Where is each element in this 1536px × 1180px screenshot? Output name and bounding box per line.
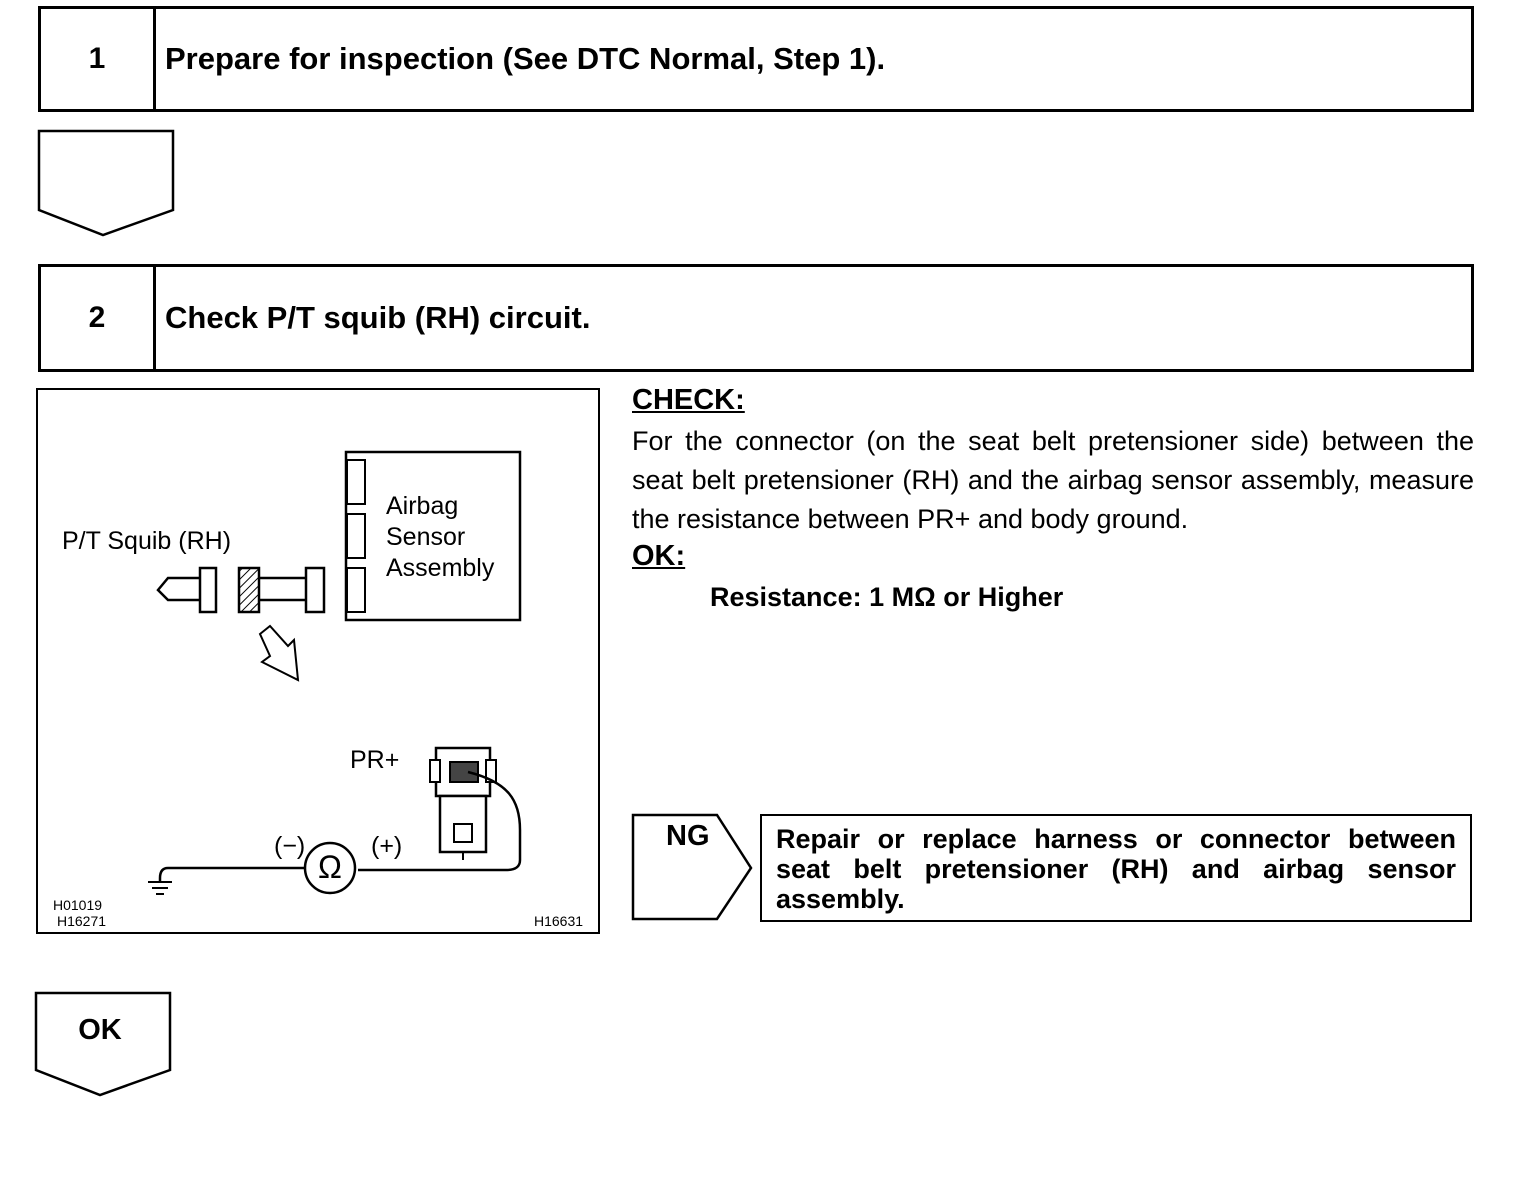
sensor-label-line-2: Sensor xyxy=(386,523,466,551)
code-left-2: H16271 xyxy=(57,913,107,929)
sensor-label-line-3: Assembly xyxy=(386,554,495,582)
step-1-number: 1 xyxy=(41,9,156,109)
diagram-drawing xyxy=(148,450,522,895)
check-text: For the connector (on the seat belt pret… xyxy=(632,426,1474,534)
ok-arrow xyxy=(34,991,172,1097)
pin-label: PR+ xyxy=(350,746,400,774)
ng-label: NG xyxy=(666,820,710,852)
ng-arrow xyxy=(631,813,753,921)
sensor-label-line-1: Airbag xyxy=(386,492,459,520)
flow-arrow-1 xyxy=(37,129,175,237)
step-2-title: Check P/T squib (RH) circuit. xyxy=(165,300,591,335)
inspection-diagram: P/T Squib (RH) Airbag Sensor Assembly PR… xyxy=(36,388,600,934)
step-2-box: 2 Check P/T squib (RH) circuit. xyxy=(38,264,1474,372)
ng-action-box: Repair or replace harness or connector b… xyxy=(760,814,1472,922)
check-heading: CHECK: xyxy=(632,384,745,416)
sensor-label: Airbag Sensor Assembly xyxy=(386,491,494,584)
minus-label: (−) xyxy=(274,832,306,860)
ok-result-label: OK xyxy=(78,1014,122,1046)
step-1-title: Prepare for inspection (See DTC Normal, … xyxy=(165,41,886,76)
ohm-symbol: Ω xyxy=(318,849,342,885)
diagram-code-right: H16631 xyxy=(534,913,584,929)
plus-label: (+) xyxy=(371,832,403,860)
squib-label: P/T Squib (RH) xyxy=(62,527,232,555)
diagram-codes-left: H01019 H16271 xyxy=(53,897,106,929)
step-1-box: 1 Prepare for inspection (See DTC Normal… xyxy=(38,6,1474,112)
code-left-1: H01019 xyxy=(53,897,103,913)
ok-heading: OK: xyxy=(632,540,686,572)
step-2-number: 2 xyxy=(41,267,156,369)
resistance-spec: Resistance: 1 MΩ or Higher xyxy=(710,582,1064,612)
ng-action-text: Repair or replace harness or connector b… xyxy=(776,824,1456,914)
